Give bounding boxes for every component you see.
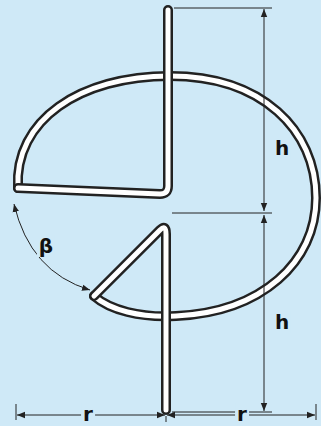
dimension-lines [14,8,316,422]
radius-label: r [81,403,95,425]
wire [18,10,316,410]
angle-label: β [37,235,55,257]
radius-label: r [235,403,249,425]
height-label: h [273,311,291,333]
height-label: h [273,137,291,159]
